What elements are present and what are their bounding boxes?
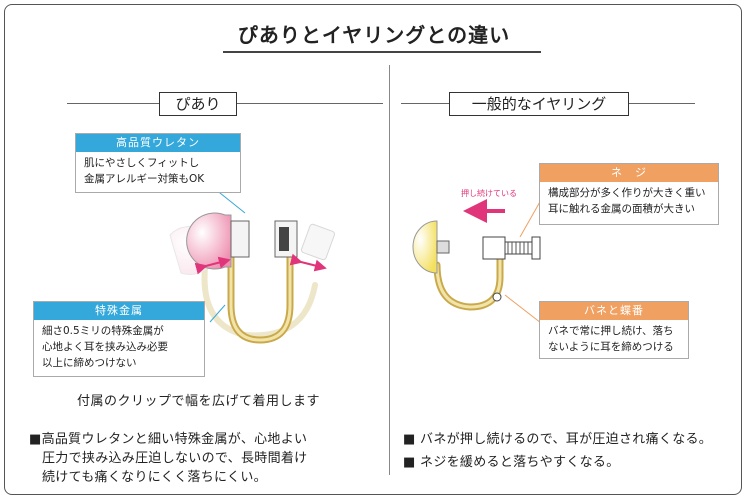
screw-earring	[412, 220, 541, 311]
push-label: 押し続けている	[461, 189, 517, 198]
callout-urethane-line: 肌にやさしくフィットし	[84, 157, 200, 169]
callout-screw-line: 耳に触れる金属の面積が大きい	[548, 203, 695, 215]
callout-urethane-body: 肌にやさしくフィットし 金属アレルギー対策もOK	[76, 152, 240, 190]
left-note-line: 圧力で挟み込み圧迫しないので、長時間着け	[42, 451, 308, 466]
callout-metal-line: 細さ0.5ミリの特殊金属が	[42, 325, 164, 337]
left-note-line: 続けても痛くなりにくく落ちにくい。	[42, 470, 267, 485]
callout-screw-head: ネ ジ	[540, 164, 718, 182]
page-title: ぴありとイヤリングとの違い	[237, 23, 511, 47]
callout-screw: ネ ジ 構成部分が多く作りが大きく重い 耳に触れる金属の面積が大きい	[539, 163, 719, 225]
right-section-label: 一般的なイヤリング	[449, 92, 629, 116]
right-note-line: ■ バネが押し続けるので、耳が圧迫され痛くなる。	[403, 432, 713, 447]
callout-urethane-head: 高品質ウレタン	[76, 134, 240, 152]
callout-special-metal: 特殊金属 細さ0.5ミリの特殊金属が 心地よく耳を挟み込み必要 以上に締めつけな…	[33, 301, 205, 377]
callout-spring-hinge: バネと蝶番 バネで常に押し続け、落ち ないように耳を締めつける	[539, 301, 689, 359]
callout-metal-body: 細さ0.5ミリの特殊金属が 心地よく耳を挟み込み必要 以上に締めつけない	[34, 320, 204, 374]
center-divider	[389, 65, 390, 475]
earring-illustration	[169, 184, 542, 344]
left-section-label: ぴあり	[159, 92, 237, 116]
callout-metal-line: 以上に締めつけない	[42, 357, 137, 369]
callout-metal-head: 特殊金属	[34, 302, 204, 320]
title-underline	[223, 51, 541, 53]
right-note: ■ バネが押し続けるので、耳が圧迫され痛くなる。 ■ ネジを緩めると落ちやすくな…	[403, 430, 712, 472]
callout-spring-line: ないように耳を締めつける	[548, 341, 674, 353]
piari-clip	[186, 212, 298, 344]
callout-screw-body: 構成部分が多く作りが大きく重い 耳に触れる金属の面積が大きい	[540, 182, 718, 220]
left-note: ■高品質ウレタンと細い特殊金属が、心地よい 圧力で挟み込み圧迫しないので、長時間…	[29, 430, 307, 487]
left-note-line: ■高品質ウレタンと細い特殊金属が、心地よい	[29, 432, 308, 447]
right-note-line: ■ ネジを緩めると落ちやすくなる。	[403, 455, 620, 470]
callout-urethane-line: 金属アレルギー対策もOK	[84, 173, 205, 185]
callout-spring-line: バネで常に押し続け、落ち	[548, 325, 674, 337]
figure-frame: ぴありとイヤリングとの違い ぴあり 一般的なイヤリング	[4, 4, 742, 495]
clip-caption: 付属のクリップで幅を広げて着用します	[77, 394, 321, 409]
callout-metal-line: 心地よく耳を挟み込み必要	[42, 341, 168, 353]
callout-urethane: 高品質ウレタン 肌にやさしくフィットし 金属アレルギー対策もOK	[75, 133, 241, 193]
callout-spring-head: バネと蝶番	[540, 302, 688, 320]
callout-screw-line: 構成部分が多く作りが大きく重い	[548, 187, 706, 199]
callout-spring-body: バネで常に押し続け、落ち ないように耳を締めつける	[540, 320, 688, 358]
